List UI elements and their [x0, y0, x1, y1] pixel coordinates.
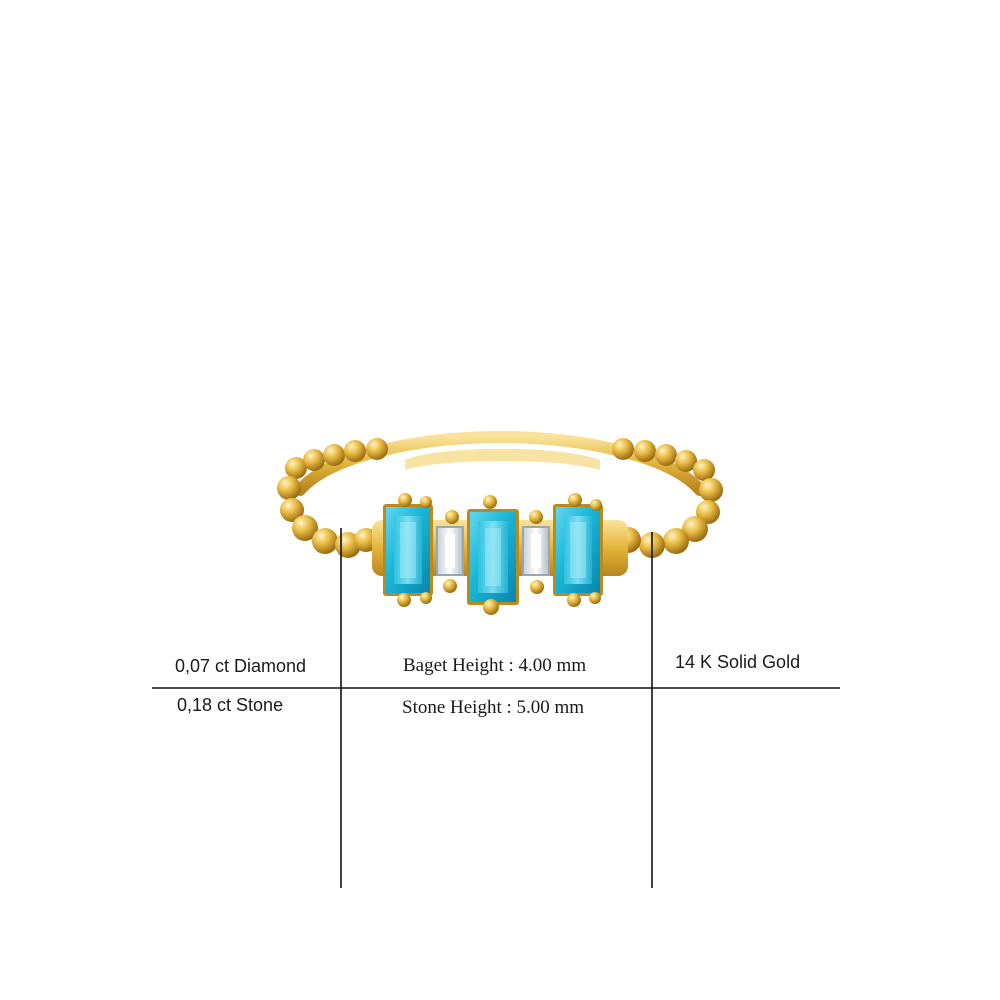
spec-baget-height: Baget Height : 4.00 mm — [403, 655, 587, 676]
topaz-baguette-left — [383, 493, 433, 607]
spec-gold-karat: 14 K Solid Gold — [675, 652, 801, 672]
spec-stone-carat: 0,18 ct Stone — [177, 695, 284, 715]
spec-stone-height: Stone Height : 5.00 mm — [402, 697, 585, 718]
spec-diamond-carat: 0,07 ct Diamond — [175, 656, 307, 676]
topaz-baguette-right — [553, 493, 603, 607]
topaz-baguette-center — [467, 495, 519, 615]
diamond-baguette-right — [522, 510, 550, 594]
spec-table-lines — [152, 528, 840, 888]
ring-beads-left — [277, 438, 388, 558]
ring-beads-right — [612, 438, 723, 558]
ring-band-back — [294, 430, 706, 496]
diamond-baguette-left — [436, 510, 464, 593]
